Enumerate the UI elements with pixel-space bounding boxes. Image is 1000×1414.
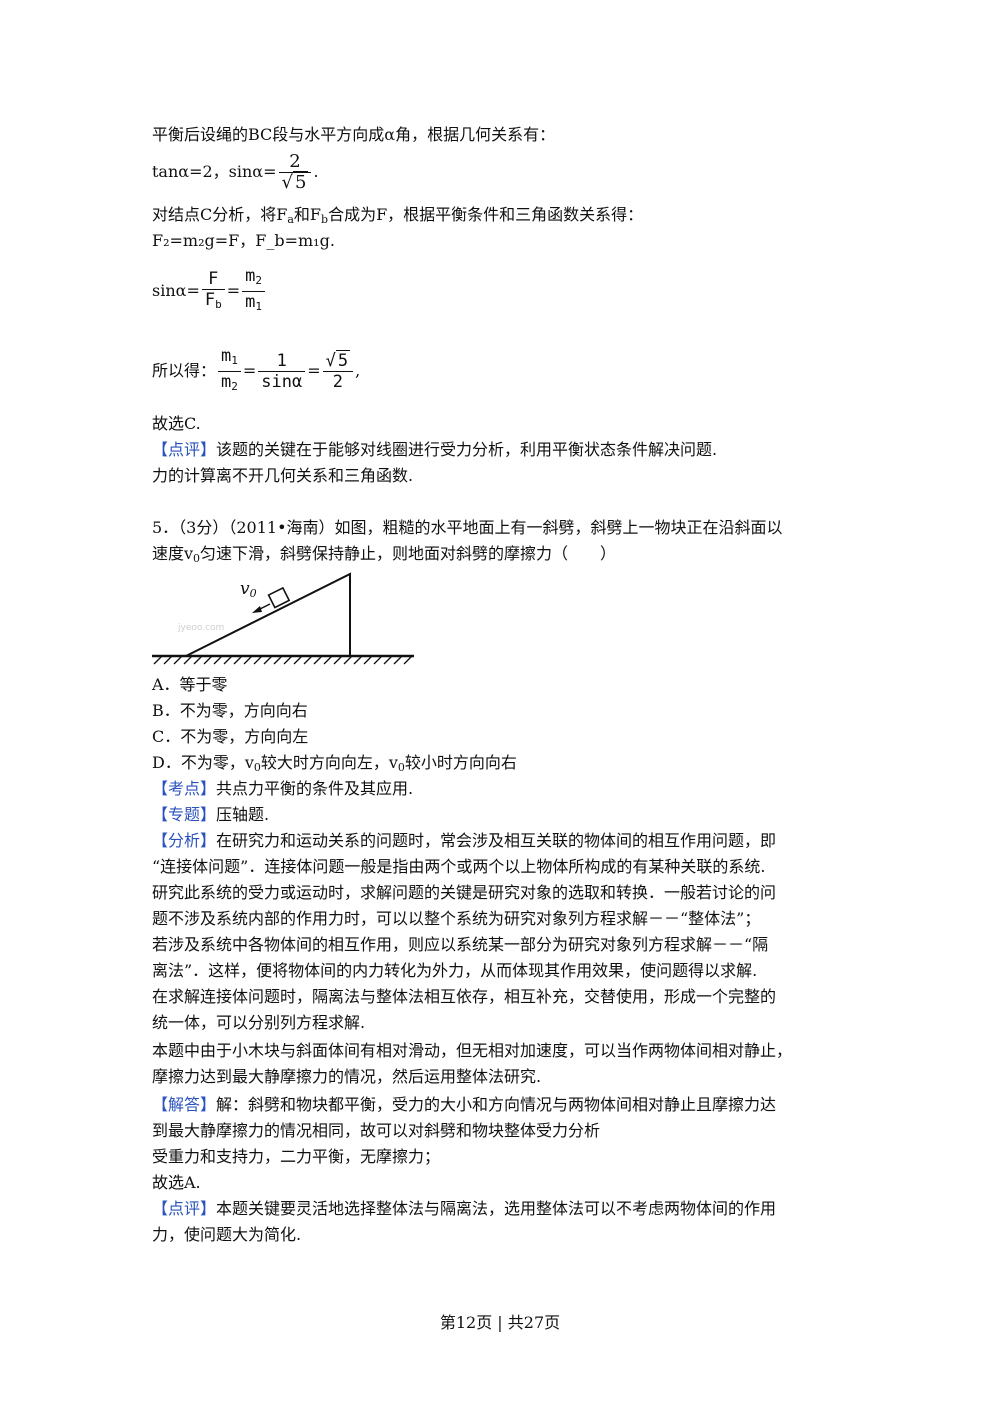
question-stem: 5．（3分）（2011•海南）如图，粗糙的水平地面上有一斜劈，斜劈上一物块正在沿… — [152, 518, 783, 537]
fenxi-line: 研究此系统的受力或运动时，求解问题的关键是研究对象的选取和转换．一般若讨论的问 — [152, 883, 777, 902]
fenxi-line: 离法”．这样，便将物体间的内力转化为外力，从而体现其作用效果，使问题得以求解. — [152, 961, 758, 980]
fenxi-line: 在求解连接体问题时，隔离法与整体法相互依存，相互补充，交替使用，形成一个完整的 — [152, 987, 777, 1006]
jieda-line: 受重力和支持力，二力平衡，无摩擦力； — [152, 1147, 441, 1166]
ground-hatching — [153, 655, 413, 665]
zhuanti-line: 【专题】压轴题. — [152, 805, 270, 824]
wedge — [185, 572, 351, 657]
dianping-line: 【点评】本题关键要灵活地选择整体法与隔离法，选用整体法可以不考虑两物体间的作用 — [152, 1199, 777, 1218]
jieda-line: 【解答】解：斜劈和物块都平衡，受力的大小和方向情况与两物体间相对静止且摩擦力达 — [152, 1095, 777, 1114]
incline-figure: v0 jyeoo.com — [152, 572, 414, 665]
kaodian-line: 【考点】共点力平衡的条件及其应用. — [152, 779, 414, 798]
page-footer: 第12页 | 共27页 — [439, 1313, 561, 1332]
option-c: C．不为零，方向向左 — [152, 727, 309, 746]
watermark: jyeoo.com — [177, 623, 224, 633]
section-tag: 【点评】 — [152, 1199, 217, 1218]
option-d: D．不为零，v0较大时方向向左，v0较小时方向向右 — [152, 753, 517, 774]
fenxi-line: “连接体问题”．连接体问题一般是指由两个或两个以上物体所构成的有某种关联的系统. — [152, 857, 766, 876]
velocity-arrowhead — [252, 606, 262, 613]
fenxi-line: 本题中由于小木块与斜面体间有相对滑动，但无相对加速度，可以当作两物体间相对静止， — [152, 1041, 793, 1060]
formula-line: F₂=m₂g=F，F_b=m₁g. — [152, 231, 335, 250]
question-stem: 速度v0匀速下滑，斜劈保持静止，则地面对斜劈的摩擦力（ ） — [152, 544, 617, 565]
comment-line: 【点评】该题的关键在于能够对线圈进行受力分析，利用平衡状态条件解决问题. — [152, 440, 718, 459]
fenxi-line: 若涉及系统中各物体间的相互作用，则应以系统某一部分为研究对象列方程求解－－“隔 — [152, 935, 769, 954]
section-tag: 【解答】 — [152, 1095, 217, 1114]
section-tag: 【考点】 — [152, 779, 217, 798]
section-tag: 【点评】 — [152, 440, 217, 459]
fenxi-line: 统一体，可以分别列方程求解. — [152, 1013, 366, 1032]
text-line: 平衡后设绳的BC段与水平方向成α角，根据几何关系有： — [152, 125, 556, 144]
text-line: 力的计算离不开几何关系和三角函数. — [152, 466, 414, 485]
jieda-line: 到最大静摩擦力的情况相同，故可以对斜劈和物块整体受力分析 — [152, 1121, 601, 1140]
option-b: B．不为零，方向向右 — [152, 701, 308, 720]
velocity-label: v0 — [240, 579, 257, 600]
formula-tan-sin: tanα=2，sinα= 2 √5 . — [152, 151, 319, 193]
formula-mass-ratio: 所以得： m1 m2 = 1 sinα = √5 2 , — [152, 346, 361, 393]
fenxi-line: 【分析】在研究力和运动关系的问题时，常会涉及相互关联的物体间的相互作用问题，即 — [152, 831, 777, 850]
formula-sin-ratio: sinα= F Fb = m2 m1 — [152, 266, 267, 317]
text-line: 对结点C分析，将Fa和Fb合成为F，根据平衡条件和三角函数关系得： — [152, 205, 644, 226]
dianping-line: 力，使问题大为简化. — [152, 1225, 302, 1244]
section-tag: 【专题】 — [152, 805, 217, 824]
section-tag: 【分析】 — [152, 831, 217, 850]
block — [267, 586, 291, 609]
fenxi-line: 题不涉及系统内部的作用力时，可以以整个系统为研究对象列方程求解－－“整体法”； — [152, 909, 761, 928]
jieda-line: 故选A. — [152, 1173, 201, 1192]
text-line: 故选C. — [152, 414, 201, 433]
option-a: A．等于零 — [152, 675, 228, 694]
fenxi-line: 摩擦力达到最大静摩擦力的情况，然后运用整体法研究. — [152, 1067, 542, 1086]
